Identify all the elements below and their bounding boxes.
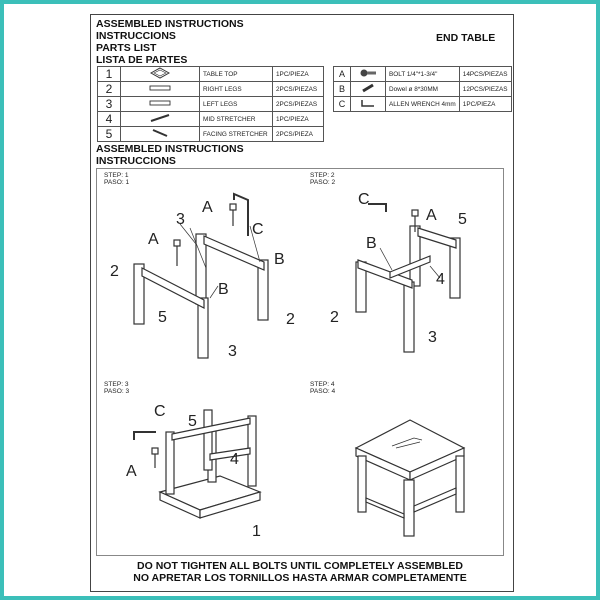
hardware-name: BOLT 1/4"*1-3/4" [385, 66, 460, 82]
callout-a: A [148, 231, 159, 248]
callout-b: B [366, 235, 377, 252]
callout-2: 2 [330, 309, 339, 326]
bolt-icon [360, 69, 376, 77]
stretcher-icon [150, 114, 170, 122]
part-qty: 1PC/PIEZA [272, 66, 324, 82]
callout-4: 4 [230, 451, 239, 468]
callout-b: B [218, 281, 229, 298]
callout-c: C [154, 403, 166, 420]
part-row: 2 RIGHT LEGS 2PCS/PIEZAS [97, 81, 324, 97]
step-2-drawing: C A 5 B 4 2 3 [330, 191, 467, 353]
title-parts-list: PARTS LIST [96, 42, 157, 54]
hardware-letter: C [333, 96, 351, 112]
hardware-letter: B [333, 81, 351, 97]
title-lista-partes: LISTA DE PARTES [96, 54, 188, 66]
dowel-icon [362, 83, 374, 93]
part-name: TABLE TOP [199, 66, 273, 82]
title-instruccions: INSTRUCCIONS [96, 30, 176, 42]
callout-3: 3 [176, 211, 185, 228]
part-row: 4 MID STRETCHER 1PC/PIEZA [97, 111, 324, 127]
step-4-drawing [354, 419, 466, 537]
part-row: 1 TABLE TOP 1PC/PIEZA [97, 66, 324, 82]
hardware-qty: 14PCS/PIEZAS [458, 66, 512, 82]
part-qty: 1PC/PIEZA [272, 111, 324, 127]
callout-a: A [126, 463, 137, 480]
step-1-drawing: A C 3 A B 2 B 5 2 3 [110, 192, 295, 360]
part-name: FACING STRETCHER [199, 126, 273, 142]
steps-area [96, 168, 504, 556]
leg-icon [149, 100, 171, 106]
allen-wrench-icon [361, 100, 374, 107]
part-number: 3 [97, 96, 121, 112]
part-name: MID STRETCHER [199, 111, 273, 127]
callout-5: 5 [158, 309, 167, 326]
title-assembled: ASSEMBLED INSTRUCTIONS [96, 18, 244, 30]
hardware-qty: 12PCS/PIEZAS [458, 81, 512, 97]
part-name: RIGHT LEGS [199, 81, 273, 97]
hardware-table: A BOLT 1/4"*1-3/4" 14PCS/PIEZAS B Dowel … [333, 66, 512, 112]
callout-5: 5 [188, 413, 197, 430]
callout-3: 3 [428, 329, 437, 346]
hardware-name: Dowel ø 8*30MM [385, 81, 460, 97]
callout-1: 1 [252, 523, 261, 540]
part-row: 3 LEFT LEGS 2PCS/PIEZAS [97, 96, 324, 112]
callout-2: 2 [110, 263, 119, 280]
warning-spanish: NO APRETAR LOS TORNILLOS HASTA ARMAR COM… [133, 572, 467, 584]
part-number: 1 [97, 66, 121, 82]
part-name: LEFT LEGS [199, 96, 273, 112]
part-qty: 2PCS/PIEZAS [272, 96, 324, 112]
part-number: 4 [97, 111, 121, 127]
product-name: END TABLE [436, 32, 496, 44]
part-qty: 2PCS/PIEZAS [272, 81, 324, 97]
step-3-drawing: C 5 4 A 1 [126, 403, 262, 540]
table-top-icon [149, 67, 171, 79]
hardware-letter: A [333, 66, 351, 82]
hardware-qty: 1PC/PIEZA [458, 96, 512, 112]
hardware-name: ALLEN WRENCH 4mm [385, 96, 460, 112]
part-row: 5 FACING STRETCHER 2PCS/PIEZA [97, 126, 324, 142]
leg-icon [149, 85, 171, 91]
hardware-row: B Dowel ø 8*30MM 12PCS/PIEZAS [333, 81, 512, 97]
part-number: 2 [97, 81, 121, 97]
part-qty: 2PCS/PIEZA [272, 126, 324, 142]
facing-stretcher-icon [152, 129, 168, 137]
callout-b: B [274, 251, 285, 268]
callout-c: C [252, 221, 264, 238]
callout-3: 3 [228, 343, 237, 360]
callout-5: 5 [458, 211, 467, 228]
callout-c: C [358, 191, 370, 208]
warning-english: DO NOT TIGHTEN ALL BOLTS UNTIL COMPLETEL… [137, 560, 463, 572]
section-assembled: ASSEMBLED INSTRUCTIONS [96, 143, 244, 155]
callout-a: A [202, 199, 213, 216]
section-instruccions: INSTRUCCIONS [96, 155, 176, 167]
parts-table: 1 TABLE TOP 1PC/PIEZA 2 RIGHT LEGS 2PCS/… [97, 66, 324, 142]
callout-4: 4 [436, 271, 445, 288]
callout-2: 2 [286, 311, 295, 328]
hardware-row: C ALLEN WRENCH 4mm 1PC/PIEZA [333, 96, 512, 112]
part-number: 5 [97, 126, 121, 142]
callout-a: A [426, 207, 437, 224]
hardware-row: A BOLT 1/4"*1-3/4" 14PCS/PIEZAS [333, 66, 512, 82]
